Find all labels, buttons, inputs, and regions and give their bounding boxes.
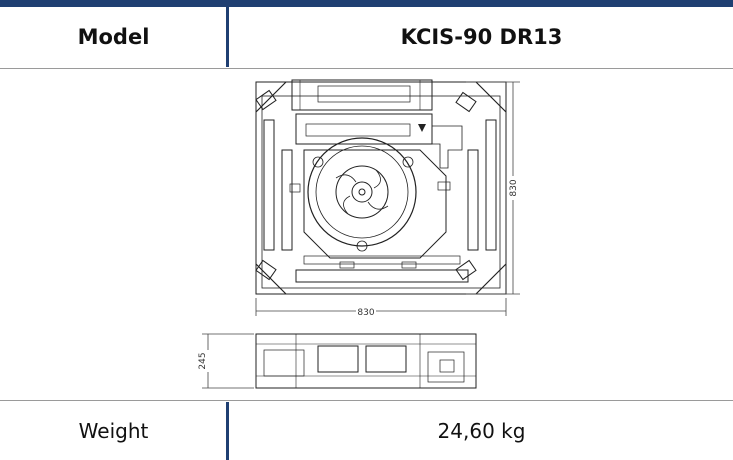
- weight-label: Weight: [78, 419, 149, 443]
- side-view-dimension-lines: [202, 333, 254, 389]
- header-column-divider: [226, 7, 229, 67]
- weight-column-divider: [226, 402, 229, 460]
- model-header-label: Model: [77, 25, 150, 49]
- header-accent-bar: [0, 0, 733, 7]
- weight-value: 24,60 kg: [437, 419, 526, 443]
- side-view-drawing: [255, 333, 477, 389]
- weight-row-divider: [0, 400, 733, 401]
- spec-row-weight: Weight 24,60 kg: [0, 402, 733, 460]
- top-view-width-dimension: 830: [357, 308, 374, 318]
- side-view-height-dimension: 245: [198, 352, 208, 369]
- header-divider: [0, 68, 733, 69]
- top-view-dimension-lines: [255, 81, 520, 316]
- model-name: KCIS-90 DR13: [400, 25, 563, 49]
- top-view-drawing: [255, 79, 507, 295]
- technical-drawing: 830 830 245: [0, 70, 733, 400]
- top-view-depth-dimension: 830: [509, 179, 519, 196]
- table-header-row: Model KCIS-90 DR13: [0, 7, 733, 67]
